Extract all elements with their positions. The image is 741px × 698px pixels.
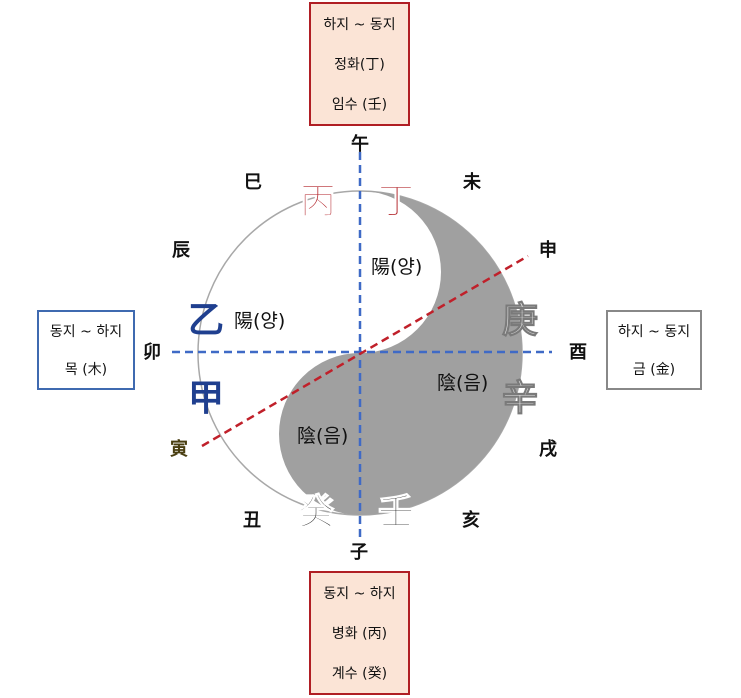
stem-xin: 辛 (502, 377, 538, 419)
branch-xu: 戌 (539, 438, 557, 460)
branch-chou: 丑 (243, 510, 261, 531)
bottom-box-fire: 병화 (丙) (331, 626, 388, 642)
bottom-box-period: 동지 ~ 하지 (323, 586, 396, 602)
branch-mao: 卯 (143, 342, 161, 363)
branch-hai: 亥 (462, 509, 480, 531)
branch-si: 巳 (244, 172, 262, 193)
branch-shen: 申 (539, 239, 557, 261)
yin-label-lower: 陰(음) (297, 425, 348, 447)
diagonal-axis (201, 254, 529, 448)
left-season-box: 동지 ~ 하지 목 (木) (37, 310, 135, 390)
stem-jia: 甲 (188, 377, 224, 419)
branch-wu: 午 (351, 133, 369, 155)
stem-gui: 癸 (297, 491, 334, 533)
yang-label-left: 陽(양) (234, 310, 285, 332)
yin-label-right: 陰(음) (437, 372, 488, 394)
stem-yi: 乙 (188, 299, 224, 341)
stem-geng: 庚 (502, 299, 538, 341)
branch-wei: 未 (463, 172, 482, 193)
left-box-period: 동지 ~ 하지 (49, 324, 123, 340)
top-box-period: 하지 ~ 동지 (323, 17, 396, 33)
right-season-box: 하지 ~ 동지 금 (金) (606, 310, 702, 390)
stem-ren: 壬 (378, 491, 414, 533)
bottom-season-box: 동지 ~ 하지 병화 (丙) 계수 (癸) (309, 571, 410, 695)
top-box-water: 임수 (壬) (331, 97, 388, 113)
bottom-box-water: 계수 (癸) (331, 666, 388, 682)
stem-bing: 丙 (300, 180, 336, 222)
branch-zi: 子 (350, 542, 368, 563)
branch-you: 酉 (569, 342, 587, 363)
branch-chen: 辰 (172, 240, 190, 261)
top-season-box: 하지 ~ 동지 정화(丁) 임수 (壬) (309, 2, 410, 126)
left-box-wood: 목 (木) (64, 362, 108, 378)
branch-yin: 寅 (170, 438, 188, 460)
stem-ding: 丁 (378, 180, 414, 222)
yang-label-upper: 陽(양) (371, 256, 422, 278)
top-box-fire: 정화(丁) (334, 57, 385, 73)
right-box-period: 하지 ~ 동지 (617, 324, 691, 340)
right-box-metal: 금 (金) (632, 362, 676, 378)
